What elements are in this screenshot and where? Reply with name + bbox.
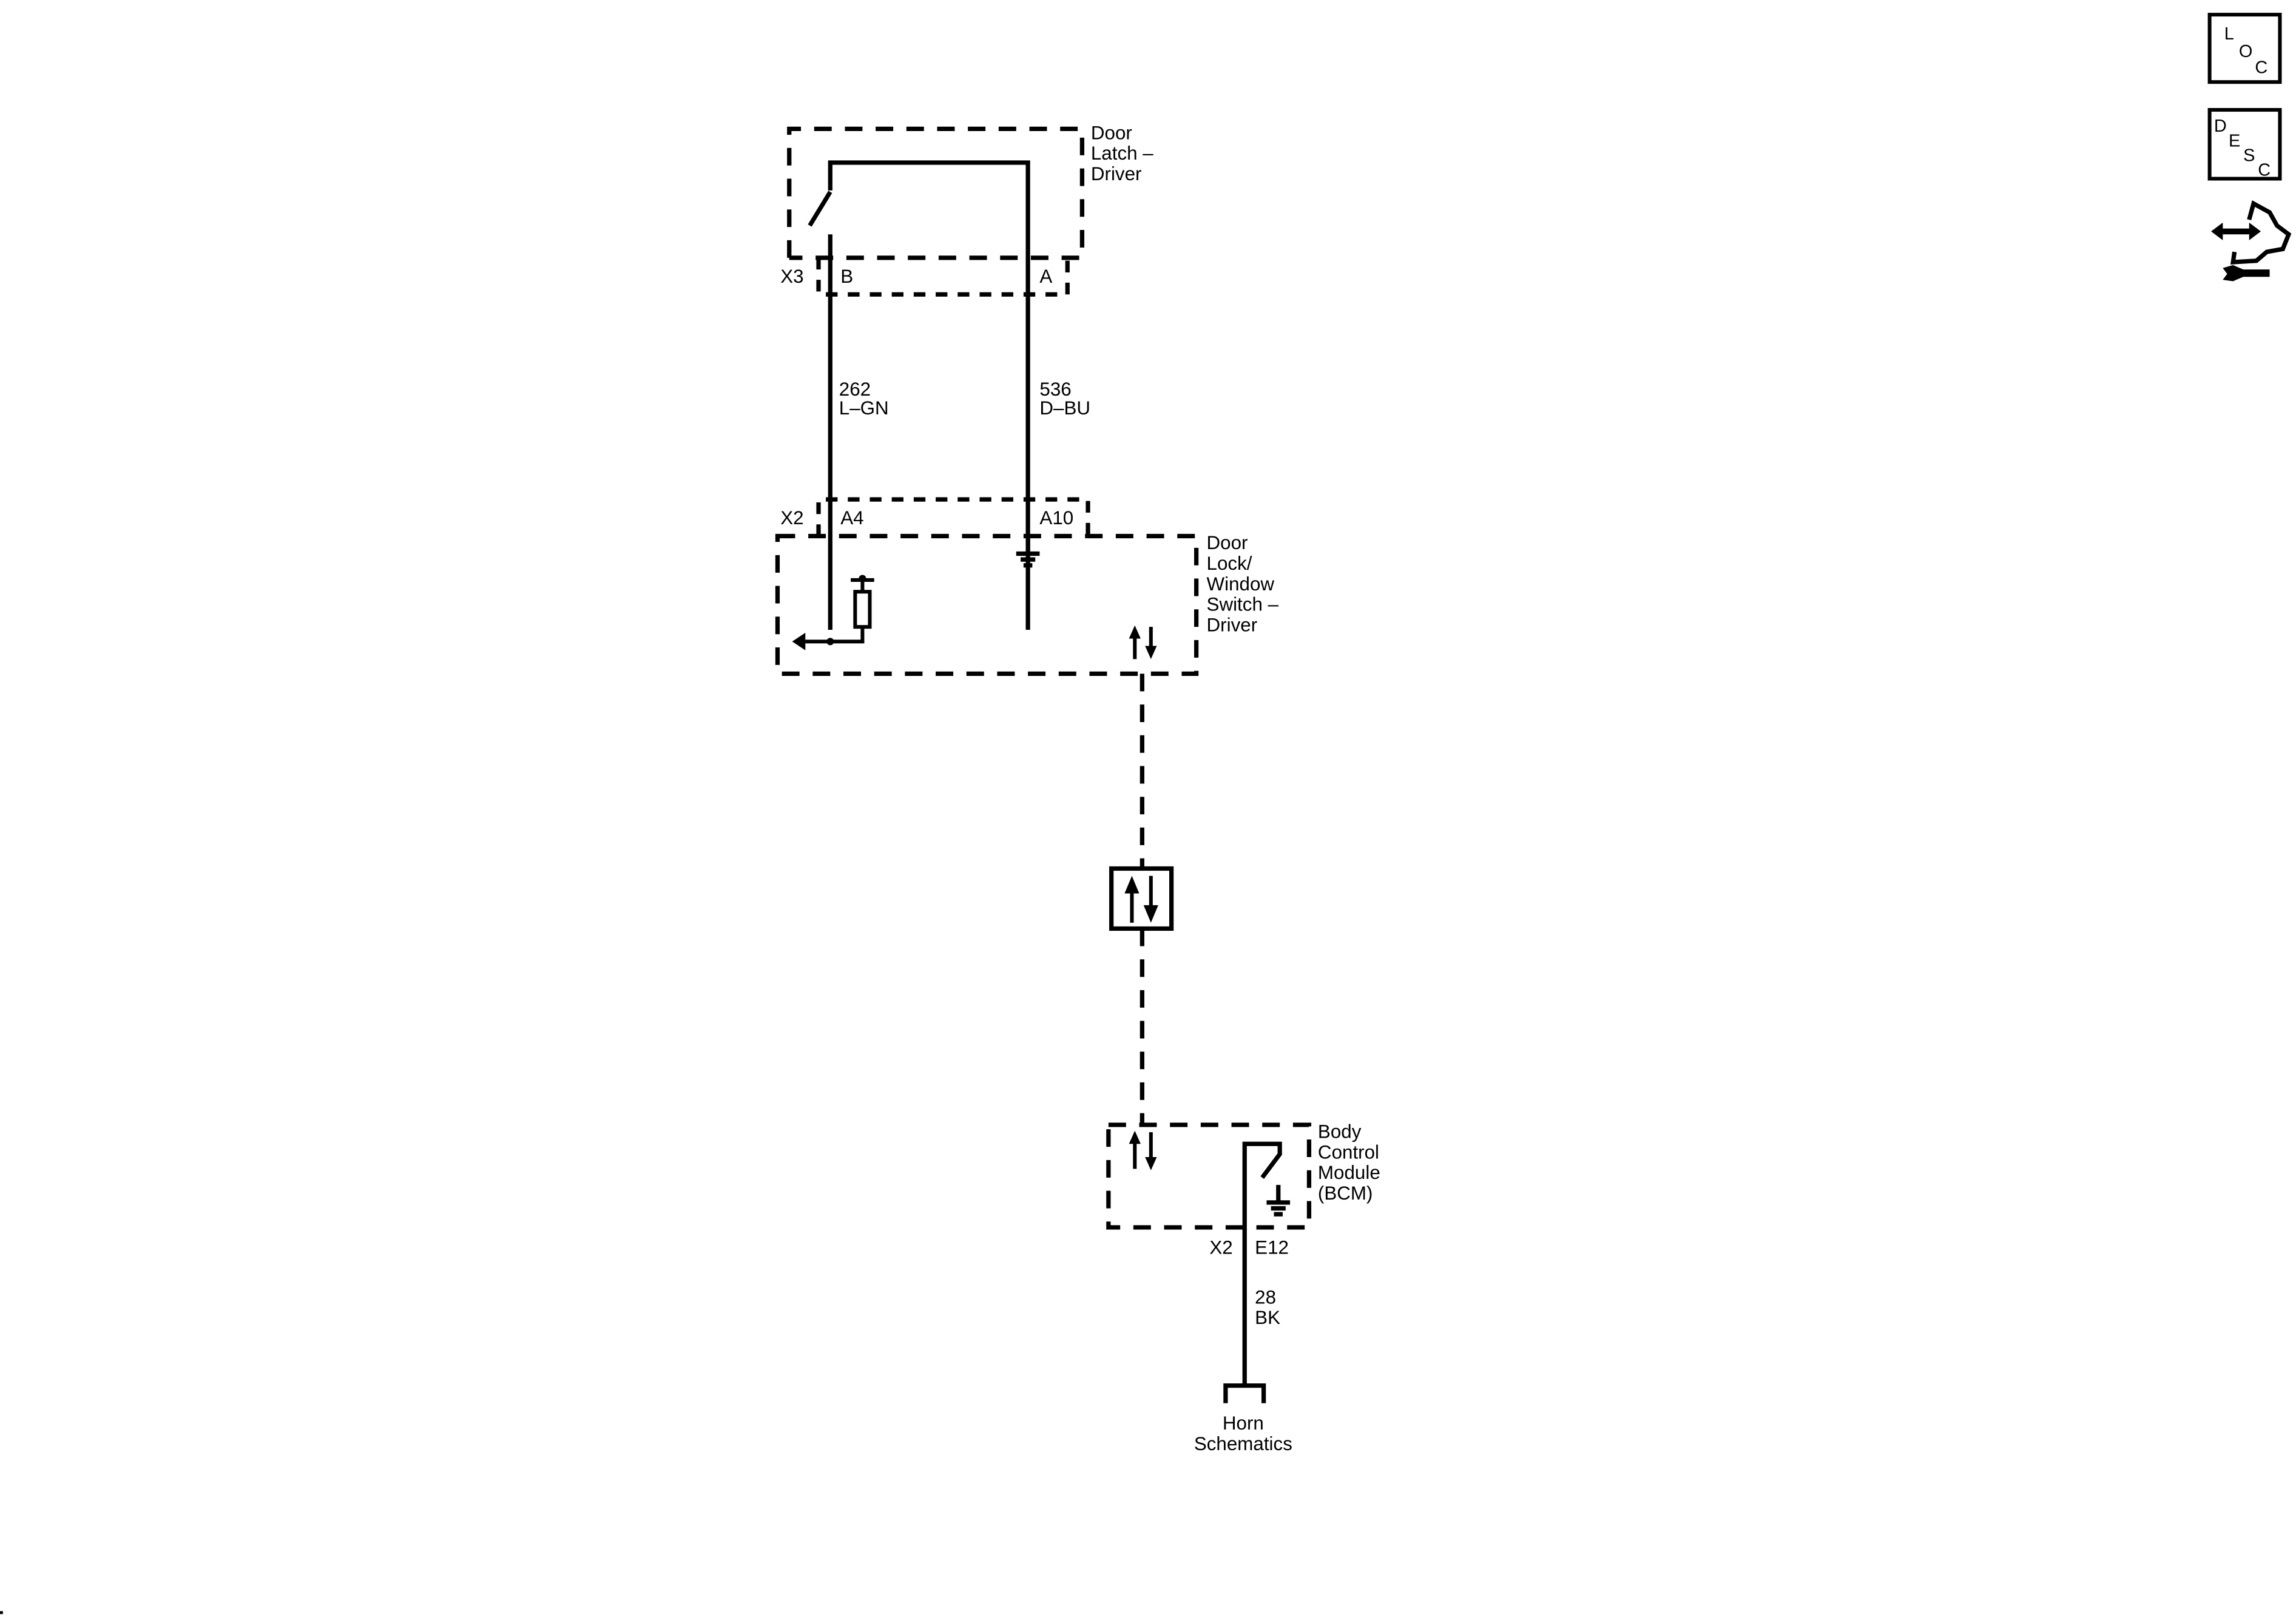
svg-text:E: E <box>2229 131 2240 150</box>
svg-text:L: L <box>2224 24 2234 44</box>
pin-label: B <box>840 266 853 287</box>
wire-color: L–GN <box>839 397 889 419</box>
serial-data-icon <box>1129 1130 1157 1170</box>
svg-text:(BCM): (BCM) <box>1318 1183 1373 1204</box>
connector-repair-icon[interactable] <box>2211 200 2292 282</box>
wire-28[interactable]: 28 BK <box>1255 1286 1280 1328</box>
component-label: Door <box>1091 122 1132 143</box>
svg-text:Horn: Horn <box>1223 1413 1264 1434</box>
svg-text:C: C <box>2255 58 2267 78</box>
svg-text:Window: Window <box>1207 573 1275 595</box>
svg-text:Switch –: Switch – <box>1207 594 1279 615</box>
door-lock-window-switch-driver[interactable]: X2 A4 A10 Door Lock/ Window Switch – Dri… <box>775 497 1279 677</box>
svg-text:O: O <box>2239 42 2253 61</box>
svg-text:Driver: Driver <box>1207 614 1258 635</box>
circuit-number: 536 <box>1039 379 1071 400</box>
svg-text:Driver: Driver <box>1091 163 1142 184</box>
circuit-number: 28 <box>1255 1286 1276 1308</box>
svg-text:Latch –: Latch – <box>1091 143 1153 164</box>
svg-text:S: S <box>2243 146 2255 166</box>
svg-text:Module: Module <box>1318 1162 1380 1183</box>
svg-text:Lock/: Lock/ <box>1207 553 1252 574</box>
serial-data-icon <box>1129 625 1157 660</box>
serial-data-link[interactable] <box>1109 673 1174 1125</box>
pin-label: A10 <box>1039 507 1073 528</box>
pull-up-resistor-icon <box>792 575 874 650</box>
corner-mark <box>0 1611 3 1615</box>
body-control-module[interactable]: Body Control Module (BCM) X2 E12 <box>1106 1121 1380 1385</box>
pin-label: A4 <box>840 507 863 528</box>
door-latch-driver[interactable]: Door Latch – Driver X3 B A <box>780 122 1153 630</box>
component-label: Body <box>1318 1121 1362 1143</box>
connector-label: X3 <box>780 266 803 287</box>
svg-text:D: D <box>2214 116 2227 136</box>
wire-536[interactable]: 536 D–BU <box>1039 379 1090 419</box>
wire-color: BK <box>1255 1307 1280 1328</box>
circuit-number: 262 <box>839 379 871 400</box>
ground-icon <box>1266 1184 1291 1217</box>
connector-label: X2 <box>1209 1237 1232 1258</box>
horn-schematics-link[interactable]: Horn Schematics <box>1194 1383 1292 1454</box>
pin-label: E12 <box>1255 1237 1289 1258</box>
desc-icon[interactable]: D E S C <box>2207 108 2282 181</box>
wire-262[interactable]: 262 L–GN <box>839 379 889 419</box>
wire-color: D–BU <box>1039 397 1090 419</box>
svg-text:Schematics: Schematics <box>1194 1433 1292 1454</box>
svg-text:C: C <box>2258 161 2271 180</box>
loc-icon[interactable]: L O C <box>2207 13 2282 84</box>
connector-label: X2 <box>780 507 803 528</box>
pin-label: A <box>1039 266 1052 287</box>
svg-text:Control: Control <box>1318 1141 1379 1163</box>
ground-icon <box>1016 536 1040 568</box>
component-label: Door <box>1207 532 1248 553</box>
